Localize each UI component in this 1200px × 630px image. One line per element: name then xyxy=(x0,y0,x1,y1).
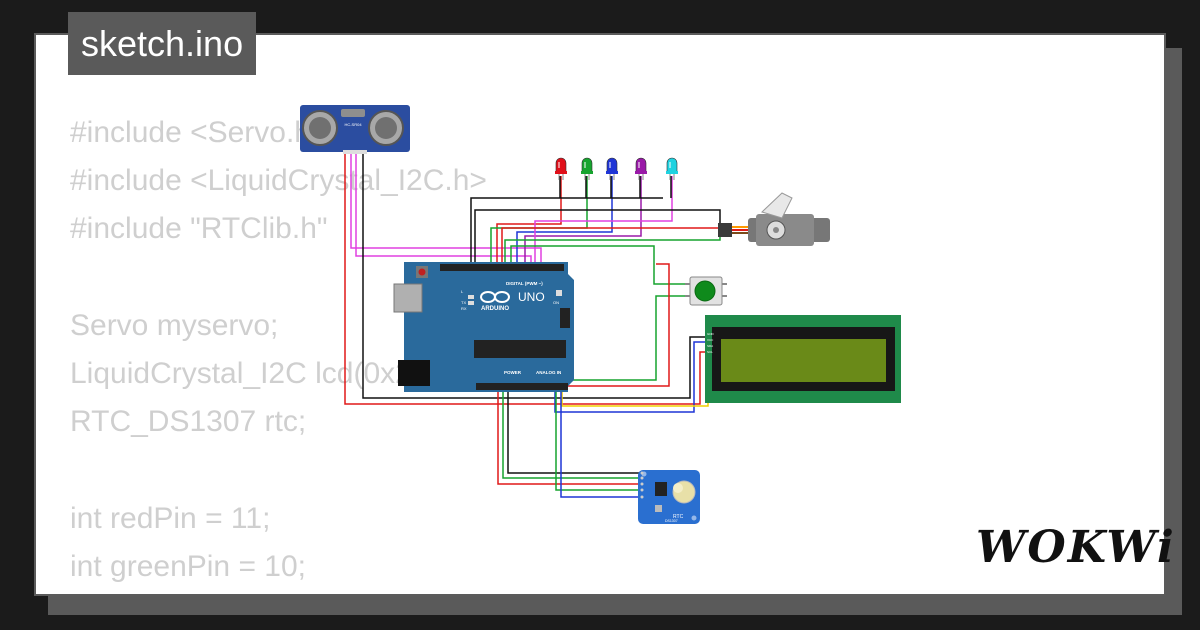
on-led-label: ON xyxy=(553,300,559,305)
wire-servo-signal xyxy=(504,233,721,265)
rx-led-label: RX xyxy=(461,306,467,311)
wire-button-2 xyxy=(565,295,690,381)
led-green[interactable] xyxy=(581,157,593,180)
analog-header-label: ANALOG IN xyxy=(536,370,561,375)
led-cyan[interactable] xyxy=(666,157,678,180)
power-jack xyxy=(398,360,430,386)
arduino-uno-board[interactable]: UNO ARDUINO DIGITAL (PWM ~) POWER ANALOG… xyxy=(393,262,574,392)
leds xyxy=(555,157,678,180)
wire-purple-led xyxy=(524,176,642,265)
digital-header xyxy=(440,264,564,271)
wire-rtc-sda xyxy=(555,390,640,491)
wire-gnd xyxy=(362,152,707,399)
power-analog-header xyxy=(476,383,568,390)
rtc-module[interactable]: RTC DS1307 xyxy=(638,470,700,524)
led-red[interactable] xyxy=(555,157,567,180)
rtc-label: RTC xyxy=(673,514,684,520)
l-led-label: L xyxy=(461,289,464,294)
wire-button xyxy=(510,245,690,285)
code-line: Servo myservo; xyxy=(70,308,279,342)
wire-rtc-scl xyxy=(560,390,640,498)
wire-lcd-sda xyxy=(554,341,707,413)
digital-header-label: DIGITAL (PWM ~) xyxy=(506,281,543,286)
svg-text:GND: GND xyxy=(707,332,715,336)
code-line: int greenPin = 10; xyxy=(70,549,307,583)
push-button[interactable] xyxy=(685,276,727,306)
wire-rtc-gnd xyxy=(507,388,640,474)
wire-led-gnd xyxy=(470,197,663,265)
wire-vcc xyxy=(344,152,707,405)
wire-blue-led xyxy=(516,176,613,265)
arduino-logo xyxy=(480,291,510,303)
code-line: #include <LiquidCrystal_I2C.h> xyxy=(70,164,487,198)
power-header-label: POWER xyxy=(504,370,522,375)
file-title: sketch.ino xyxy=(68,12,257,75)
code-line: #include "RTClib.h" xyxy=(70,212,328,246)
wire-trig xyxy=(350,152,542,265)
wire-echo xyxy=(355,152,532,265)
code-line: RTC_DS1307 rtc; xyxy=(70,405,307,439)
rtc-sublabel: DS1307 xyxy=(665,519,678,523)
wire-rtc-vcc xyxy=(497,388,640,485)
ultrasonic-sensor[interactable]: HC-SR04 xyxy=(300,105,410,154)
led-blue[interactable] xyxy=(606,157,618,180)
svg-text:SCL: SCL xyxy=(707,350,713,354)
led-purple[interactable] xyxy=(635,157,647,180)
code-line: int redPin = 11; xyxy=(70,501,271,535)
reset-button[interactable] xyxy=(418,268,426,276)
wire-cyan-led xyxy=(534,176,673,265)
board-brand: ARDUINO xyxy=(481,306,509,312)
wires xyxy=(344,152,721,498)
sensor-label: HC-SR04 xyxy=(344,122,362,127)
wire-servo-vcc xyxy=(501,227,720,265)
wokwi-logo: WOKWi xyxy=(976,522,1176,573)
wire-servo-gnd xyxy=(474,209,721,265)
svg-text:SDA: SDA xyxy=(707,344,713,348)
wire-lcd-scl xyxy=(561,347,709,407)
servo-motor[interactable] xyxy=(718,192,830,246)
svg-text:VCC: VCC xyxy=(707,338,714,342)
board-model: UNO xyxy=(518,290,545,304)
microcontroller-chip xyxy=(474,340,566,358)
wire-red-led xyxy=(496,176,562,265)
lcd-display[interactable]: GND VCC SDA SCL xyxy=(705,315,901,403)
usb-port xyxy=(393,283,423,313)
tx-led-label: TX xyxy=(461,300,466,305)
